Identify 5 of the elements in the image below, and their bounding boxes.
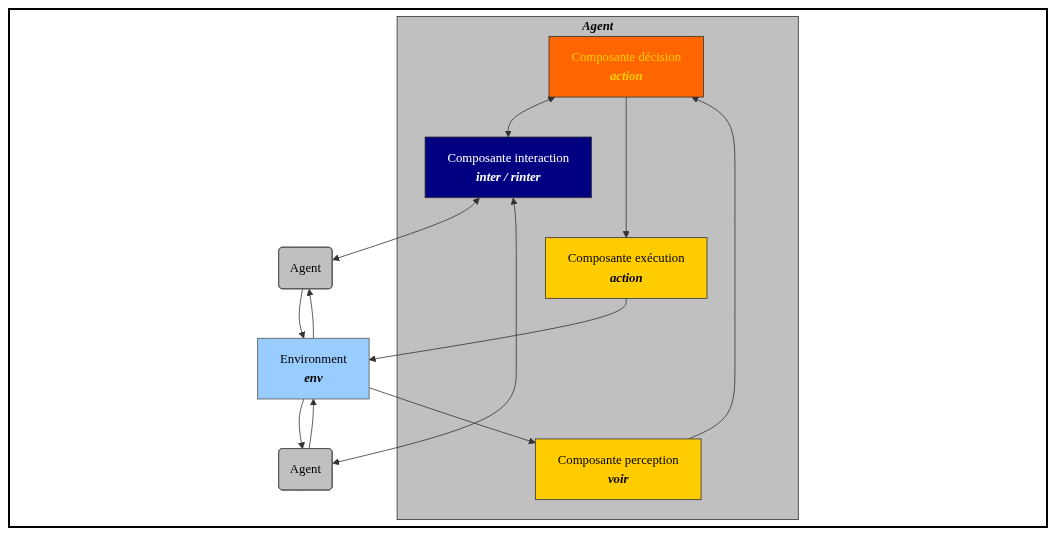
node-box: Composante exécution action [545,237,708,299]
node-box: Environment env [257,337,370,400]
node-box: Composante interaction inter / rinter [424,136,592,199]
node-box: Composante perception voir [534,438,702,501]
node-box: Composante décision action [548,35,704,98]
